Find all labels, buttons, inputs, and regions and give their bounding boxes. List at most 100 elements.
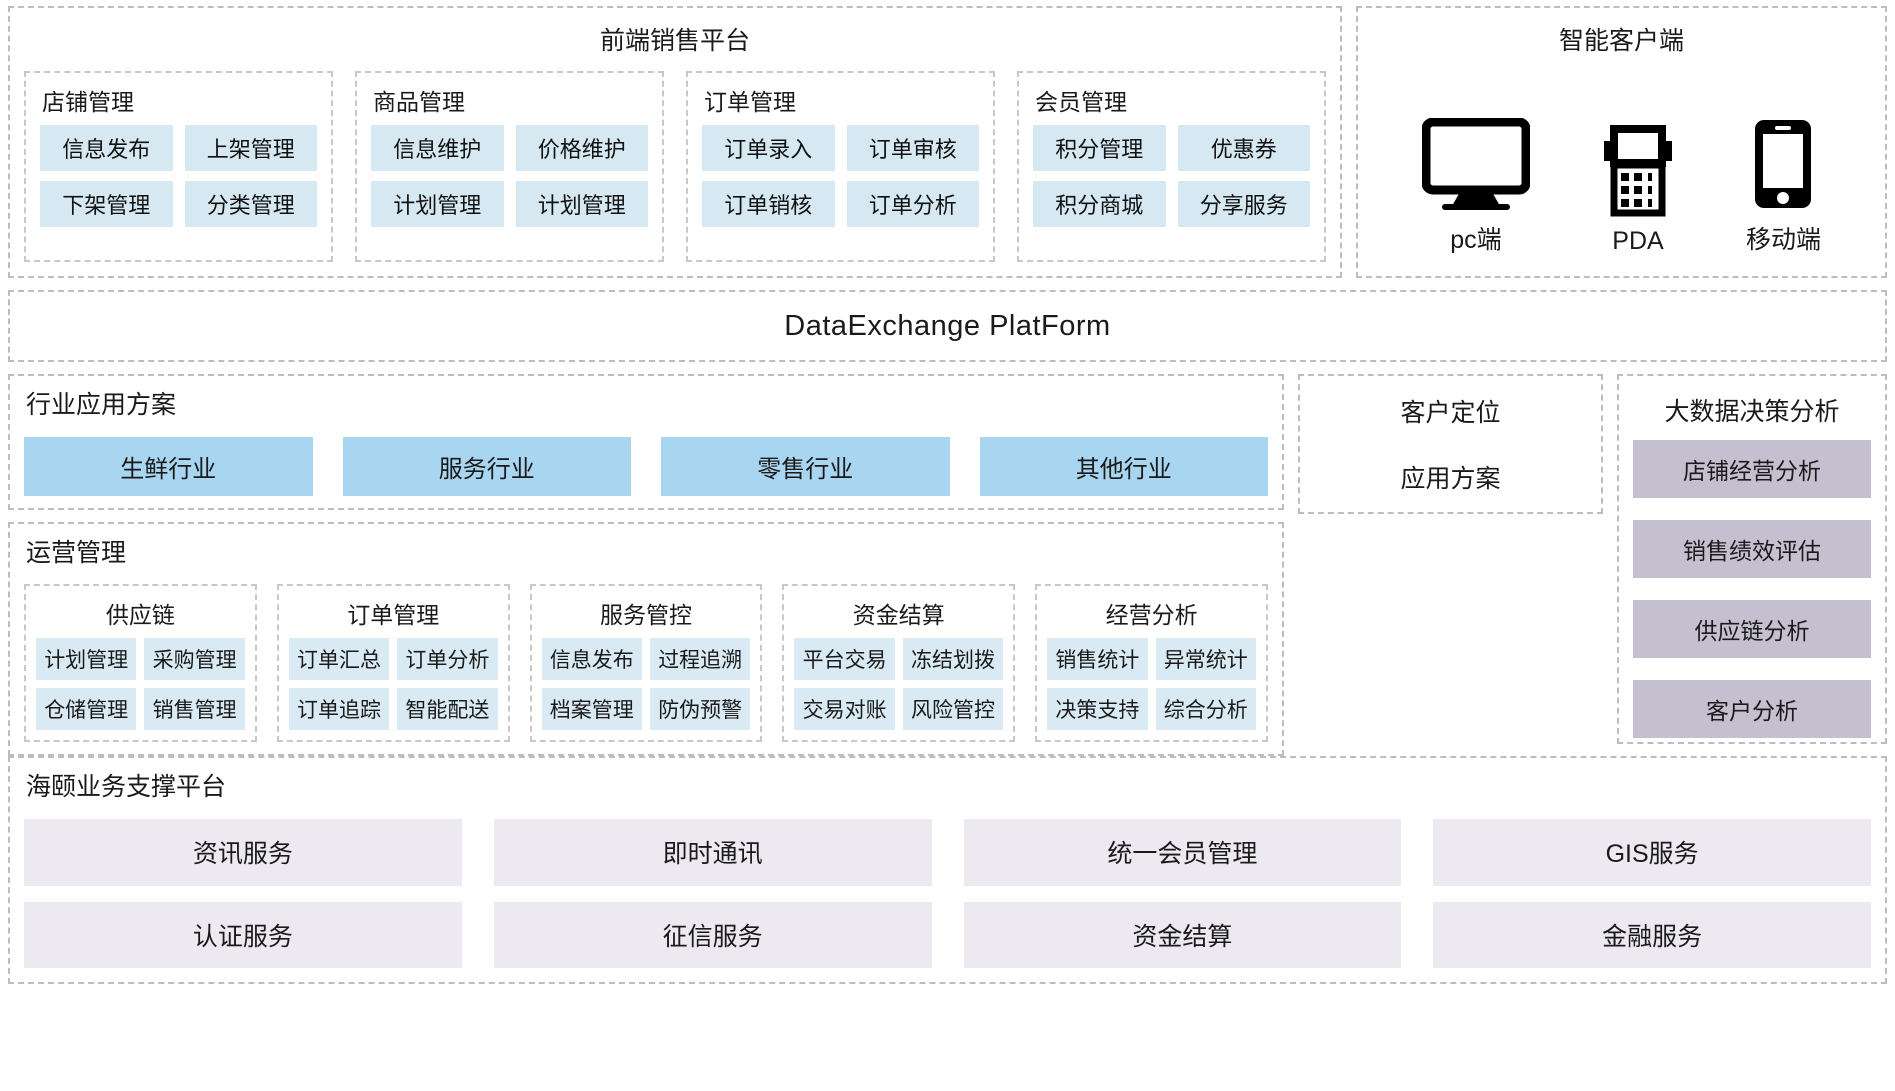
support-service-tile[interactable]: 资讯服务	[24, 819, 462, 886]
group-member-management[interactable]: 会员管理 积分管理 优惠券 积分商城 分享服务	[1017, 71, 1326, 262]
customer-positioning-panel: 客户定位 应用方案	[1298, 374, 1603, 514]
ops-tile[interactable]: 订单追踪	[288, 687, 390, 730]
ops-tile[interactable]: 信息发布	[541, 637, 642, 680]
support-service-tile[interactable]: 金融服务	[1433, 901, 1871, 968]
industry-solutions-title: 行业应用方案	[26, 391, 177, 419]
ops-group-label: 订单管理	[347, 601, 440, 628]
ops-tile[interactable]: 销售管理	[144, 687, 245, 730]
tile-item[interactable]: 价格维护	[515, 125, 648, 172]
group-order-management[interactable]: 订单管理 订单录入 订单审核 订单销核 订单分析	[686, 71, 995, 262]
ops-tile[interactable]: 订单分析	[397, 637, 498, 680]
ops-tile[interactable]: 档案管理	[541, 687, 642, 730]
industry-tag[interactable]: 其他行业	[979, 437, 1268, 497]
group-label: 订单管理	[704, 89, 796, 116]
tile-item[interactable]: 信息发布	[40, 125, 173, 172]
big-data-item[interactable]: 客户分析	[1633, 680, 1871, 738]
support-service-tile[interactable]: 认证服务	[24, 901, 462, 968]
tile-item[interactable]: 优惠券	[1177, 125, 1310, 172]
big-data-item[interactable]: 店铺经营分析	[1633, 440, 1871, 498]
tile-item[interactable]: 积分商城	[1033, 181, 1166, 228]
industry-tag[interactable]: 生鲜行业	[24, 437, 313, 497]
ops-tile[interactable]: 采购管理	[144, 637, 245, 680]
ops-tile[interactable]: 过程追溯	[649, 637, 751, 680]
device-pda[interactable]: PDA	[1594, 121, 1682, 256]
tile-item[interactable]: 分享服务	[1177, 181, 1310, 228]
group-tiles: 订单录入 订单审核 订单销核 订单分析	[702, 125, 979, 228]
industry-tag[interactable]: 零售行业	[661, 437, 950, 497]
support-service-tile[interactable]: 即时通讯	[493, 819, 932, 886]
ops-tile[interactable]: 防伪预警	[649, 687, 751, 730]
ops-tile[interactable]: 订单汇总	[288, 637, 390, 680]
ops-group-business-analysis[interactable]: 经营分析 销售统计 异常统计 决策支持 综合分析	[1035, 583, 1268, 742]
ops-tile[interactable]: 计划管理	[36, 637, 137, 680]
group-tiles: 信息发布 上架管理 下架管理 分类管理	[40, 125, 317, 228]
ops-tile[interactable]: 仓储管理	[36, 687, 137, 730]
device-label: PDA	[1612, 227, 1664, 255]
tile-item[interactable]: 计划管理	[371, 181, 504, 228]
support-service-tile[interactable]: GIS服务	[1433, 819, 1871, 886]
pda-terminal-icon	[1594, 121, 1682, 217]
ops-tile[interactable]: 决策支持	[1047, 687, 1148, 730]
ops-tile[interactable]: 冻结划拨	[902, 637, 1004, 680]
tile-item[interactable]: 订单录入	[702, 125, 835, 172]
tile-item[interactable]: 分类管理	[184, 181, 317, 228]
tile-item[interactable]: 信息维护	[371, 125, 504, 172]
industry-solutions-panel: 行业应用方案 生鲜行业 服务行业 零售行业 其他行业	[8, 374, 1284, 511]
group-label: 商品管理	[373, 89, 465, 116]
big-data-analysis-title: 大数据决策分析	[1664, 398, 1840, 426]
ops-group-service-control[interactable]: 服务管控 信息发布 过程追溯 档案管理 防伪预警	[529, 583, 763, 742]
smart-client-title: 智能客户端	[1558, 27, 1684, 55]
front-platform-groups: 店铺管理 信息发布 上架管理 下架管理 分类管理 商品管理 信息维护 价格维护 …	[24, 71, 1326, 262]
group-product-management[interactable]: 商品管理 信息维护 价格维护 计划管理 计划管理	[355, 71, 664, 262]
ops-group-tiles: 计划管理 采购管理 仓储管理 销售管理	[36, 637, 245, 730]
big-data-item-list: 店铺经营分析 销售绩效评估 供应链分析 客户分析	[1633, 440, 1871, 738]
device-label: pc端	[1450, 226, 1502, 254]
ops-group-order-management[interactable]: 订单管理 订单汇总 订单分析 订单追踪 智能配送	[276, 583, 510, 742]
tile-item[interactable]: 上架管理	[184, 125, 317, 172]
tile-item[interactable]: 订单审核	[846, 125, 979, 172]
group-tiles: 积分管理 优惠券 积分商城 分享服务	[1033, 125, 1310, 228]
middle-left-column: 行业应用方案 生鲜行业 服务行业 零售行业 其他行业 运营管理 供应链 计划管理	[8, 374, 1284, 756]
ops-group-fund-settlement[interactable]: 资金结算 平台交易 冻结划拨 交易对账 风险管控	[782, 583, 1016, 742]
support-platform-panel: 海颐业务支撑平台 资讯服务 即时通讯 统一会员管理 GIS服务 认证服务 征信服…	[8, 756, 1887, 984]
support-platform-grid: 资讯服务 即时通讯 统一会员管理 GIS服务 认证服务 征信服务 资金结算 金融…	[24, 813, 1871, 968]
support-service-tile[interactable]: 征信服务	[493, 901, 932, 968]
support-service-tile[interactable]: 统一会员管理	[963, 819, 1402, 886]
middle-row: 行业应用方案 生鲜行业 服务行业 零售行业 其他行业 运营管理 供应链 计划管理	[8, 374, 1887, 756]
tile-item[interactable]: 订单分析	[846, 181, 979, 228]
ops-tile[interactable]: 综合分析	[1155, 687, 1256, 730]
ops-tile[interactable]: 销售统计	[1047, 637, 1148, 680]
tile-item[interactable]: 订单销核	[702, 181, 835, 228]
big-data-item[interactable]: 销售绩效评估	[1633, 520, 1871, 578]
smart-client-panel: 智能客户端 pc端	[1356, 6, 1887, 278]
big-data-item[interactable]: 供应链分析	[1633, 600, 1871, 658]
ops-tile[interactable]: 异常统计	[1155, 637, 1256, 680]
tile-item[interactable]: 计划管理	[515, 181, 648, 228]
device-mobile[interactable]: 移动端	[1746, 114, 1821, 256]
support-service-tile[interactable]: 资金结算	[963, 901, 1402, 968]
mobile-phone-icon	[1751, 114, 1815, 210]
industry-tag-list: 生鲜行业 服务行业 零售行业 其他行业	[24, 431, 1268, 497]
ops-tile[interactable]: 风险管控	[902, 687, 1004, 730]
tile-item[interactable]: 积分管理	[1033, 125, 1166, 172]
big-data-analysis-panel: 大数据决策分析 店铺经营分析 销售绩效评估 供应链分析 客户分析	[1617, 374, 1887, 744]
ops-tile[interactable]: 智能配送	[397, 687, 498, 730]
group-label: 会员管理	[1035, 89, 1127, 116]
ops-tile[interactable]: 平台交易	[794, 637, 895, 680]
operations-groups: 供应链 计划管理 采购管理 仓储管理 销售管理 订单管理 订单汇总 订单分析	[24, 580, 1268, 742]
customer-positioning-line2: 应用方案	[1400, 465, 1501, 493]
group-shop-management[interactable]: 店铺管理 信息发布 上架管理 下架管理 分类管理	[24, 71, 333, 262]
industry-tag[interactable]: 服务行业	[342, 437, 631, 497]
data-exchange-platform-bar: DataExchange PlatForm	[8, 290, 1887, 362]
ops-tile[interactable]: 交易对账	[794, 687, 895, 730]
top-row: 前端销售平台 店铺管理 信息发布 上架管理 下架管理 分类管理 商品管理 信息维…	[8, 6, 1887, 278]
group-label: 店铺管理	[42, 89, 134, 116]
device-pc[interactable]: pc端	[1421, 114, 1530, 256]
ops-group-tiles: 信息发布 过程追溯 档案管理 防伪预警	[541, 637, 751, 730]
operations-management-panel: 运营管理 供应链 计划管理 采购管理 仓储管理 销售管理 订单管理	[8, 522, 1284, 756]
ops-group-supply-chain[interactable]: 供应链 计划管理 采购管理 仓储管理 销售管理	[24, 583, 257, 742]
tile-item[interactable]: 下架管理	[40, 181, 173, 228]
front-sales-platform-panel: 前端销售平台 店铺管理 信息发布 上架管理 下架管理 分类管理 商品管理 信息维…	[8, 6, 1342, 278]
device-label: 移动端	[1745, 226, 1821, 254]
